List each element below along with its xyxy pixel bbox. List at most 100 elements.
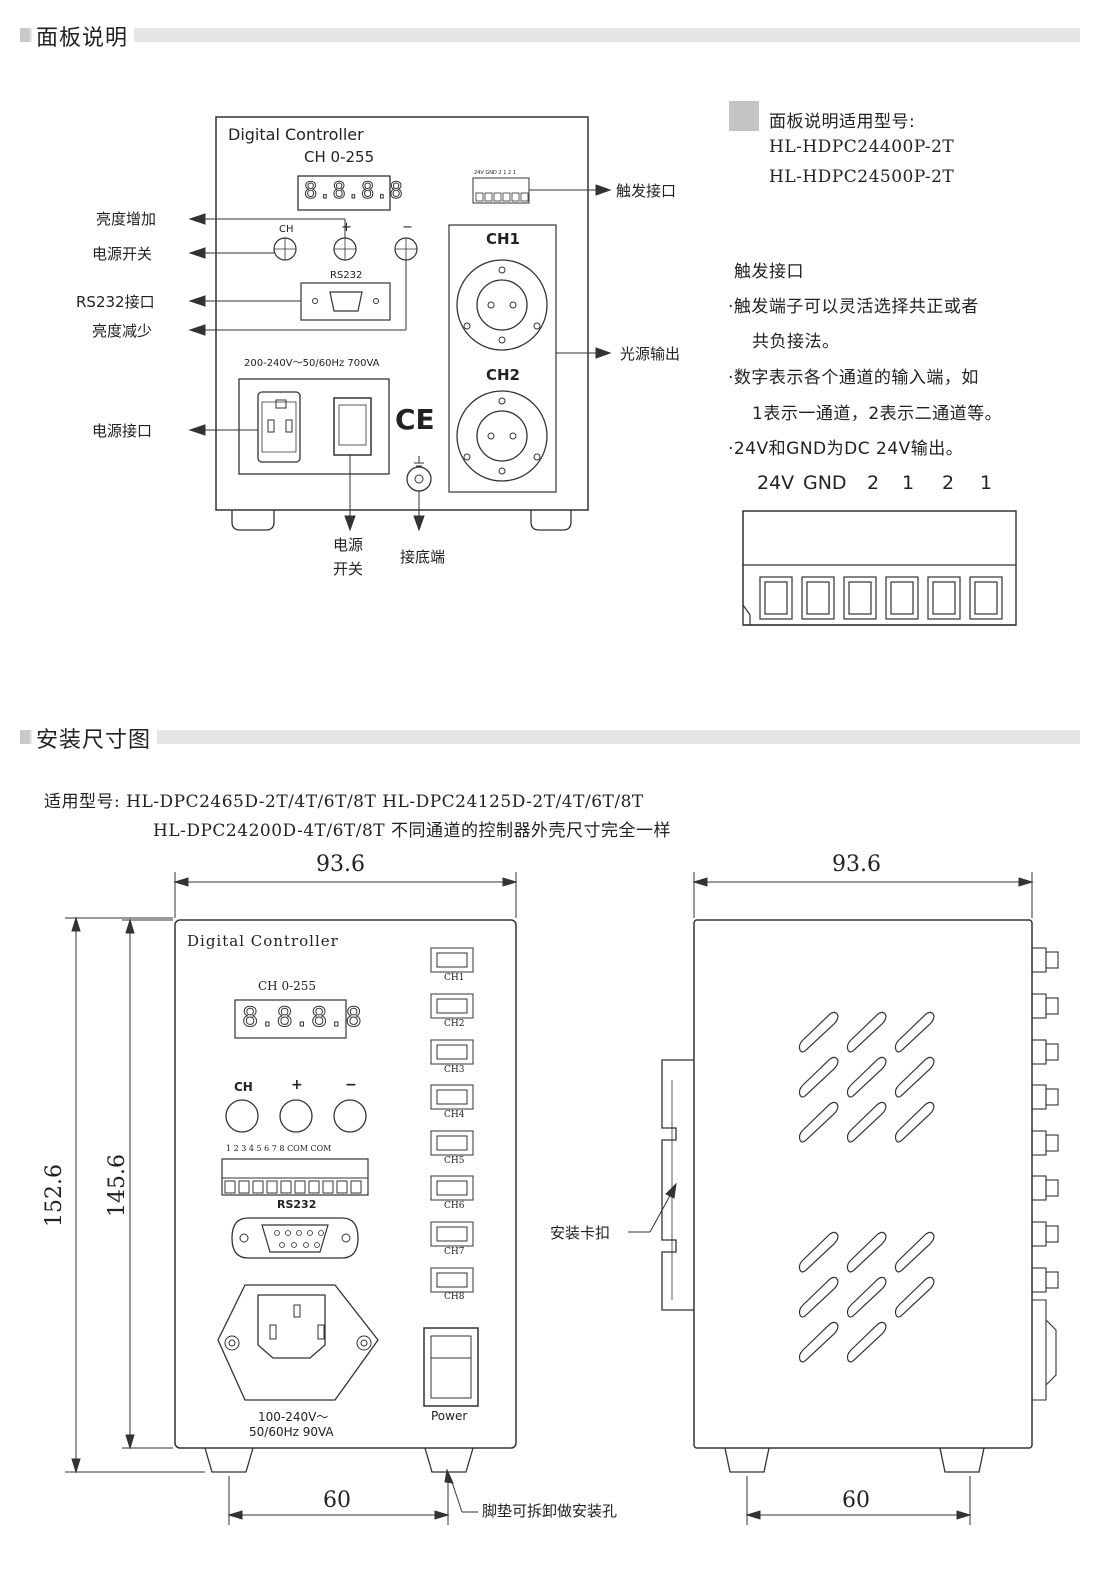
section-marker-panel — [20, 28, 30, 42]
pin-label-24v: 24V — [757, 472, 795, 494]
panel-rs232-frame — [300, 282, 391, 321]
front-ch-range: CH 0-255 — [258, 979, 317, 993]
panel-button-minus-label: − — [402, 220, 413, 235]
dimension-height-body: 145.6 — [104, 1154, 130, 1217]
front-button-minus — [333, 1099, 367, 1133]
front-button-ch-label: CH — [234, 1080, 253, 1094]
side-vents — [798, 1011, 935, 1363]
terminal-block-drawing — [742, 510, 1017, 626]
side-housing — [693, 919, 1033, 1449]
front-button-plus — [279, 1099, 313, 1133]
front-power-rating-2: 50/60Hz 90VA — [249, 1425, 334, 1439]
pin-label-1a: 1 — [902, 472, 915, 494]
trigger-info-line-5: ·24V和GND为DC 24V输出。 — [728, 439, 964, 459]
front-channel-label-2: CH2 — [444, 1019, 465, 1029]
trigger-info-line-4: 1表示一通道，2表示二通道等。 — [752, 404, 1003, 424]
panel-button-plus-label: + — [341, 220, 352, 235]
side-mounting-clip — [661, 1059, 694, 1311]
front-power-switch — [423, 1327, 479, 1407]
label-mounting-clip: 安装卡扣 — [550, 1224, 611, 1242]
front-rs232-shell — [231, 1217, 359, 1259]
panel-power-frame — [238, 378, 390, 475]
panel-output-frame — [448, 224, 557, 493]
models-heading: 面板说明适用型号: — [769, 112, 916, 132]
panel-ch2-label: CH2 — [486, 366, 520, 384]
panel-power-switch — [333, 397, 372, 456]
section-title-dimensions: 安装尺寸图 — [32, 722, 158, 754]
panel-trigger-header: 24V GND 2 1 2 1 — [474, 170, 516, 176]
front-housing — [174, 919, 517, 1449]
dimension-width-side: 93.6 — [832, 852, 881, 877]
front-display: 8.8.8.8 — [242, 1002, 363, 1034]
front-power-inlet-flange — [217, 1284, 379, 1401]
label-light-output: 光源输出 — [620, 345, 681, 363]
front-power-label: Power — [431, 1409, 468, 1423]
side-foot-left — [724, 1447, 770, 1473]
pin-label-2a: 2 — [867, 472, 880, 494]
panel-power-inlet — [257, 391, 301, 463]
dimension-height-total: 152.6 — [41, 1164, 67, 1227]
panel-ch2-connector — [456, 390, 548, 482]
front-display-frame — [234, 999, 347, 1039]
label-rs232-port: RS232接口 — [76, 293, 155, 311]
front-foot-right — [424, 1447, 474, 1473]
panel-diagram — [188, 116, 612, 532]
front-channel-label-7: CH7 — [444, 1247, 465, 1257]
front-channel-label-1: CH1 — [444, 973, 465, 983]
trigger-info-line-2: 共负接法。 — [752, 332, 840, 352]
front-power-inlet — [257, 1294, 326, 1359]
front-channel-label-4: CH4 — [444, 1110, 465, 1120]
panel-button-ch-label: CH — [279, 224, 294, 235]
models-marker — [729, 101, 759, 131]
front-terminal-strip — [221, 1158, 369, 1196]
label-foot-note: 脚垫可拆卸做安装孔 — [482, 1502, 618, 1520]
side-connectors — [1031, 947, 1059, 1401]
panel-ground-terminal — [406, 466, 432, 492]
dimension-diagram — [65, 872, 1059, 1525]
label-ground: 接底端 — [400, 548, 446, 566]
panel-display: 8.8.8.8 — [304, 179, 404, 205]
pin-label-2b: 2 — [942, 472, 955, 494]
panel-brand: Digital Controller — [228, 125, 364, 144]
front-button-ch — [225, 1099, 259, 1133]
front-brand: Digital Controller — [187, 932, 339, 950]
front-channel-label-8: CH8 — [444, 1292, 465, 1302]
panel-ch-range: CH 0-255 — [304, 148, 375, 166]
front-power-rating-1: 100-240V～ — [258, 1410, 329, 1424]
pin-label-1b: 1 — [980, 472, 993, 494]
model-2: HL-HDPC24500P-2T — [769, 167, 955, 187]
panel-ch1-label: CH1 — [486, 230, 520, 248]
front-channel-connectors — [430, 947, 474, 1293]
front-channel-label-6: CH6 — [444, 1201, 465, 1211]
section-marker-dimensions — [20, 730, 30, 744]
panel-ce-mark: CE — [395, 403, 435, 436]
panel-foot-left — [231, 510, 275, 531]
panel-display-frame — [297, 175, 391, 211]
label-power-switch-bottom-2: 开关 — [333, 560, 364, 578]
front-channel-label-5: CH5 — [444, 1156, 465, 1166]
front-rs232-label: RS232 — [277, 1198, 317, 1211]
label-brightness-up: 亮度增加 — [96, 210, 157, 228]
front-terminal-numbers: 1 2 3 4 5 6 7 8 COM COM — [226, 1144, 332, 1153]
applicable-line-2: HL-DPC24200D-4T/6T/8T 不同通道的控制器外壳尺寸完全一样 — [153, 821, 672, 841]
panel-foot-right — [530, 510, 572, 531]
applicable-line-1: 适用型号: HL-DPC2465D-2T/4T/6T/8T HL-DPC2412… — [44, 792, 644, 812]
side-foot-right — [939, 1447, 985, 1473]
label-power-switch-left: 电源开关 — [92, 245, 153, 263]
label-power-port: 电源接口 — [92, 422, 153, 440]
panel-rs232-connector — [329, 291, 363, 312]
panel-ch1-connector — [456, 259, 548, 351]
front-button-minus-label: − — [345, 1077, 357, 1093]
panel-rs232-label: RS232 — [330, 270, 363, 281]
section-bar-dimensions — [20, 730, 1080, 744]
label-trigger-port: 触发接口 — [616, 182, 677, 200]
front-foot-left — [204, 1447, 254, 1473]
panel-power-rating: 200-240V～50/60Hz 700VA — [244, 358, 380, 369]
label-power-switch-bottom-1: 电源 — [333, 536, 364, 554]
trigger-info-line-1: ·触发端子可以灵活选择共正或者 — [728, 297, 979, 317]
front-channel-label-3: CH3 — [444, 1065, 465, 1075]
front-button-plus-label: + — [291, 1077, 303, 1093]
trigger-info-title: 触发接口 — [734, 262, 804, 282]
pin-label-gnd: GND — [803, 472, 847, 494]
panel-housing — [215, 116, 589, 511]
